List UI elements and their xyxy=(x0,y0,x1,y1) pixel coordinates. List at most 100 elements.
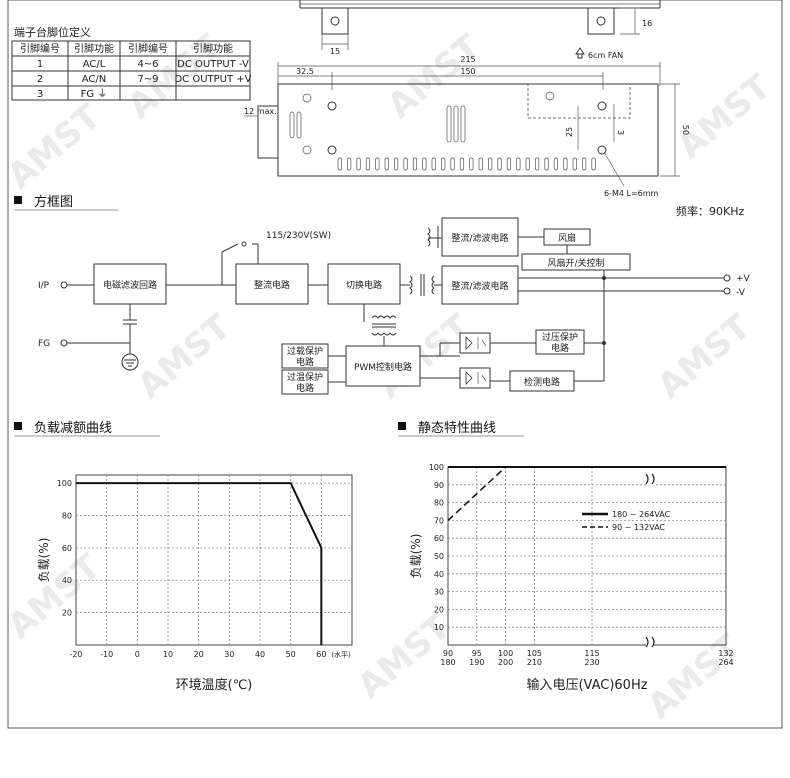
rectifier-block xyxy=(235,263,309,305)
x-tick-label: 30 xyxy=(224,650,234,659)
ip-label: I/P xyxy=(38,281,50,291)
x-tick-label: 100 xyxy=(498,649,513,658)
series-low-line xyxy=(447,466,507,521)
vent-slot xyxy=(506,157,512,171)
optocoupler-2-icon xyxy=(459,367,491,389)
dim-50: 50 xyxy=(681,125,690,135)
pin-header-4: 引脚功能 xyxy=(193,42,233,55)
vent-slot xyxy=(488,157,493,171)
fan-control-block xyxy=(521,253,631,271)
vent-slot xyxy=(459,157,465,171)
rect-filter-top-label: 整流/滤波电路 xyxy=(451,232,508,244)
axis-break-icon xyxy=(645,473,655,485)
pin-cell: FG ⏚ xyxy=(81,88,108,100)
svg-text:AMST: AMST xyxy=(0,96,109,196)
legend-label: 90 ~ 132VAC xyxy=(612,523,666,532)
pin-table-title: 端子台脚位定义 xyxy=(14,25,91,39)
vent-slot xyxy=(422,157,427,171)
axis-break xyxy=(646,473,654,485)
y-tick-label: 60 xyxy=(62,544,72,553)
vent-slot xyxy=(394,157,399,171)
dim-15: 15 xyxy=(330,47,340,56)
vent-slot xyxy=(347,157,352,171)
x-tick-label: -20 xyxy=(69,650,82,659)
y-tick-label: 20 xyxy=(62,609,72,618)
otp-label-2: 电路 xyxy=(296,382,314,394)
output-positive-label: +V xyxy=(736,274,751,284)
dim-215: 215 xyxy=(460,55,475,64)
olp-label-1: 过载保护 xyxy=(287,345,323,357)
fan-control-label: 风扇开/关控制 xyxy=(547,257,604,269)
y-tick-label: 30 xyxy=(434,588,444,597)
fan-outline xyxy=(527,83,631,119)
olp-label-2: 电路 xyxy=(296,356,314,368)
pin-header-1: 引脚编号 xyxy=(20,42,60,55)
y-tick-label: 80 xyxy=(434,499,444,508)
x-tick-label: 132 xyxy=(718,649,733,658)
svg-text:AMST: AMST xyxy=(380,26,489,126)
ovp-block xyxy=(535,329,585,355)
x-tick-label: 95 xyxy=(472,649,482,658)
ovp-label-1: 过压保护 xyxy=(542,331,578,343)
x-axis-label: 输入电压(VAC)60Hz xyxy=(526,677,647,693)
x-tick-label-secondary: 180 xyxy=(440,658,455,667)
optocoupler-1-icon xyxy=(459,332,491,354)
ovp-label-2: 电路 xyxy=(551,342,569,354)
pin-cell: DC OUTPUT -V xyxy=(177,59,249,70)
dim-12-max: 12 max. xyxy=(244,107,277,116)
vent-slot xyxy=(450,157,455,171)
x-tick-label: 40 xyxy=(255,650,265,659)
y-tick-label: 50 xyxy=(434,552,444,561)
vent-slot xyxy=(365,157,371,171)
dim-150: 150 xyxy=(460,67,475,76)
vent-slot xyxy=(384,157,389,171)
y-tick-label: 20 xyxy=(434,605,444,614)
vent-slot xyxy=(497,157,502,171)
frequency-label: 频率：90KHz xyxy=(676,204,744,218)
axis-break-icon xyxy=(645,636,655,648)
emi-filter-block xyxy=(93,263,167,305)
x-tick-label: 115 xyxy=(584,649,599,658)
rectifier-label: 整流电路 xyxy=(254,279,290,291)
svg-text:AMST: AMST xyxy=(650,306,759,406)
fg-label: FG xyxy=(38,339,50,349)
block-diagram: 方框图 频率：90KHz I/P FG 电磁滤波回路 115/230V(SW) … xyxy=(14,194,751,395)
vent-slot xyxy=(337,157,342,171)
vent-slot xyxy=(516,157,521,171)
dim-16: 16 xyxy=(642,19,652,28)
y-tick-label: 100 xyxy=(429,463,444,472)
svg-text:AMST: AMST xyxy=(640,626,749,726)
vent-slot xyxy=(469,157,474,171)
pin-cell: 3 xyxy=(37,89,43,100)
vent-slot xyxy=(412,157,418,171)
block-section-title: 方框图 xyxy=(34,194,73,210)
vent-slot xyxy=(375,157,380,171)
x-tick-label: 0 xyxy=(135,650,140,659)
pin-cell: AC/L xyxy=(83,59,106,70)
psu-body xyxy=(277,83,659,177)
x-tick-label-secondary: 190 xyxy=(469,658,484,667)
static-section: 静态特性曲线 901809519010020010521011523013226… xyxy=(398,421,734,693)
x-axis-label: 环境温度(℃) xyxy=(176,677,253,693)
page-frame xyxy=(7,0,783,729)
vent-slot xyxy=(572,157,577,171)
x-tick-label-secondary: 200 xyxy=(498,658,513,667)
x-tick-label: 60 xyxy=(316,650,326,659)
pin-cell: 4~6 xyxy=(137,59,158,70)
fan-label: 6cm FAN xyxy=(588,51,623,60)
vent-slot xyxy=(535,157,540,171)
y-tick-label: 80 xyxy=(62,511,72,520)
vent-slot xyxy=(525,157,530,171)
switching-label: 切换电路 xyxy=(346,279,382,291)
dim-3: 3 xyxy=(616,130,625,135)
x-tick-label: 10 xyxy=(163,650,173,659)
pin-cell: 2 xyxy=(37,74,43,85)
y-axis-label: 负载(%) xyxy=(37,538,51,583)
section-marker xyxy=(14,196,22,204)
x-tick-label-secondary: 264 xyxy=(718,658,733,667)
plot-area xyxy=(75,474,353,646)
x-tick-label: 105 xyxy=(527,649,542,658)
derating-section-title: 负载减额曲线 xyxy=(34,421,112,436)
detect-label: 检测电路 xyxy=(524,376,560,388)
